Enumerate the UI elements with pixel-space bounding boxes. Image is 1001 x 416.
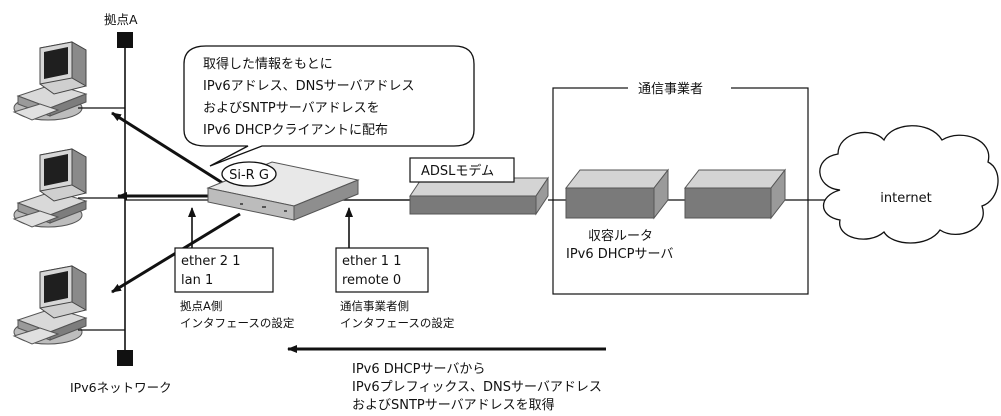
carrier-label-bg	[628, 79, 731, 97]
acquire-line-3: およびSNTPサーバアドレスを取得	[352, 397, 555, 413]
client-pc-3	[13, 265, 87, 345]
router-label: Si-R G	[229, 168, 269, 183]
lan-bottom-terminator	[117, 350, 133, 366]
callout-line-1: 取得した情報をもとに	[203, 56, 333, 72]
wan-iface-box	[335, 247, 429, 293]
carrier-router-2	[683, 168, 787, 220]
callout-line-4: IPv6 DHCPクライアントに配布	[203, 123, 388, 138]
distribute-arrow-1	[111, 111, 241, 196]
carrier-router-line-2: IPv6 DHCPサーバ	[566, 247, 673, 262]
lan-iface-caption-2: インタフェースの設定	[180, 316, 295, 330]
internet-cloud	[819, 125, 999, 244]
lan-iface-caption-1: 拠点A側	[180, 299, 222, 313]
internet-label: internet	[880, 191, 931, 206]
lan-iface-line-2: lan 1	[181, 273, 213, 288]
wan-iface-line-1: ether 1 1	[342, 254, 401, 269]
carrier-router-line-1: 収容ルータ	[588, 228, 653, 244]
callout-line-3: およびSNTPサーバアドレスを	[203, 101, 380, 116]
adsl-modem-label: ADSLモデム	[421, 163, 494, 179]
acquire-line-2: IPv6プレフィックス、DNSサーバアドレス	[352, 380, 602, 395]
ipv6-network-label: IPv6ネットワーク	[70, 380, 172, 395]
adsl-modem	[409, 176, 549, 216]
callout-line-2: IPv6アドレス、DNSサーバアドレス	[203, 79, 415, 94]
lan-iface-box	[174, 247, 274, 293]
client-pc-2	[13, 148, 87, 228]
client-pc-1	[13, 41, 87, 121]
router-label-ellipse	[221, 161, 277, 187]
carrier-label: 通信事業者	[638, 81, 703, 97]
site-a-label: 拠点A	[104, 12, 138, 27]
callout-bubble	[183, 45, 475, 167]
wan-iface-caption-2: インタフェースの設定	[340, 316, 455, 330]
lan-top-terminator	[117, 32, 133, 48]
acquire-line-1: IPv6 DHCPサーバから	[352, 362, 485, 377]
wan-iface-caption-1: 通信事業者側	[340, 299, 409, 313]
adsl-modem-label-box	[409, 157, 515, 183]
wan-iface-line-2: remote 0	[342, 273, 401, 288]
lan-iface-line-1: ether 2 1	[181, 254, 240, 269]
carrier-router-1	[564, 168, 670, 220]
